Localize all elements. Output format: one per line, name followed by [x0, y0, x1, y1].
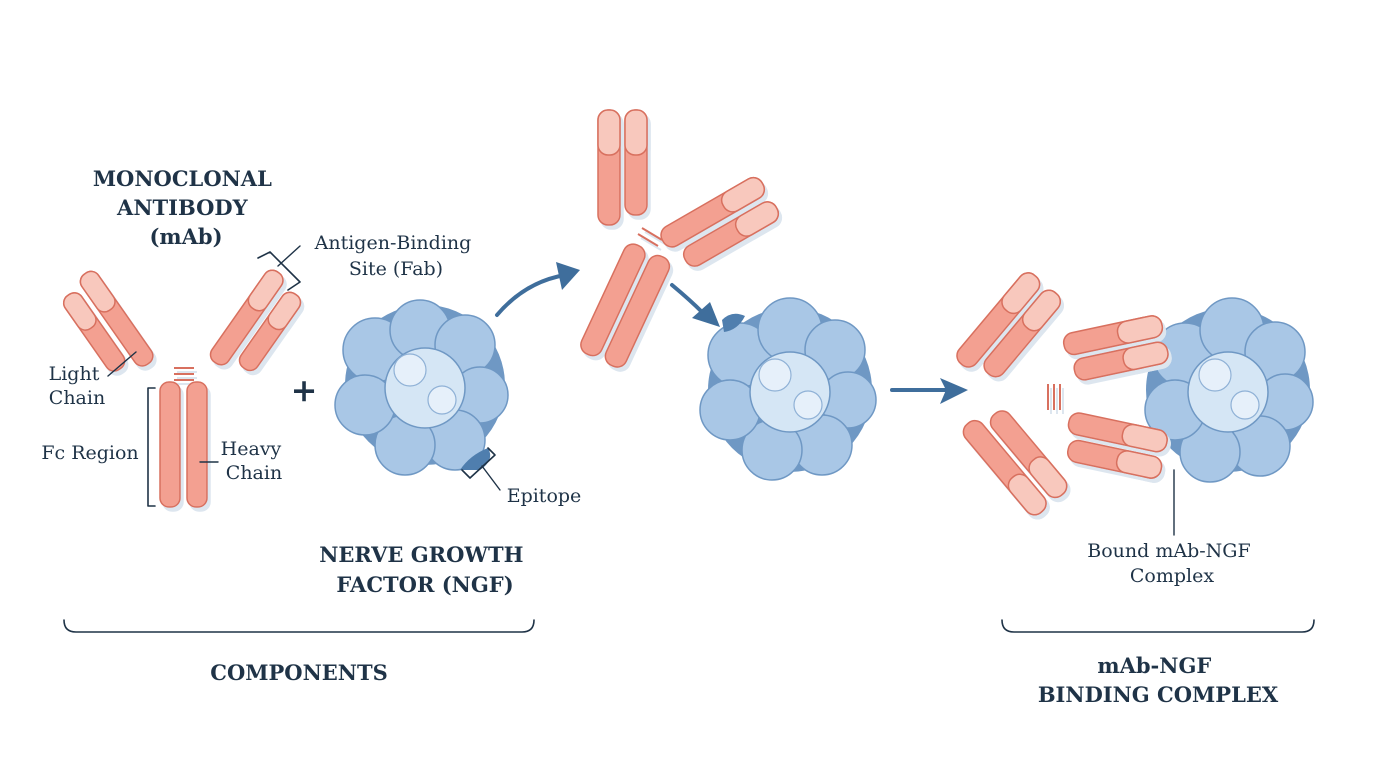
arrow-icon	[670, 283, 720, 327]
ngf-protein-icon	[334, 299, 509, 476]
heavy-chain-line2: Chain	[226, 462, 282, 484]
ngf-protein-icon	[699, 297, 877, 481]
light-chain-label: Light Chain	[49, 363, 106, 409]
fab-label-line1: Antigen-Binding	[314, 232, 472, 254]
complex-title-line2: BINDING COMPLEX	[1038, 682, 1279, 707]
heavy-chain-label: Heavy Chain	[221, 438, 288, 484]
arrow-icon	[495, 262, 580, 317]
components-label: COMPONENTS	[210, 660, 388, 685]
epitope-label: Epitope	[507, 485, 582, 507]
mab-title: MONOCLONAL ANTIBODY (mAb)	[93, 166, 279, 249]
plus-sign: +	[291, 371, 318, 409]
ngf-protein-icon	[1144, 297, 1314, 483]
light-chain-line2: Chain	[49, 387, 105, 409]
bound-complex-line2: Complex	[1130, 565, 1214, 587]
fab-label: Antigen-Binding Site (Fab)	[314, 232, 478, 280]
bound-complex-label: Bound mAb-NGF Complex	[1087, 540, 1256, 587]
ngf-title-line2: FACTOR (NGF)	[336, 572, 513, 597]
complex-title-line1: mAb-NGF	[1097, 653, 1211, 678]
bound-complex-line1: Bound mAb-NGF	[1087, 540, 1250, 562]
ngf-title-line1: NERVE GROWTH	[319, 542, 523, 567]
heavy-chain-line1: Heavy	[221, 438, 282, 460]
complex-title: mAb-NGF BINDING COMPLEX	[1038, 653, 1279, 707]
antibody-icon	[62, 269, 302, 508]
mab-title-line1: MONOCLONAL	[93, 166, 272, 191]
ngf-title: NERVE GROWTH FACTOR (NGF)	[319, 542, 531, 597]
antibody-icon	[580, 109, 780, 368]
mab-title-line2: ANTIBODY	[116, 195, 249, 220]
light-chain-line1: Light	[49, 363, 100, 385]
fab-label-line2: Site (Fab)	[349, 258, 443, 280]
leader-lines	[63, 245, 1315, 633]
arrow-icon	[890, 378, 968, 404]
fc-region-label: Fc Region	[41, 442, 138, 464]
mab-title-line3: (mAb)	[149, 224, 222, 249]
antibody-icon	[956, 272, 1169, 516]
